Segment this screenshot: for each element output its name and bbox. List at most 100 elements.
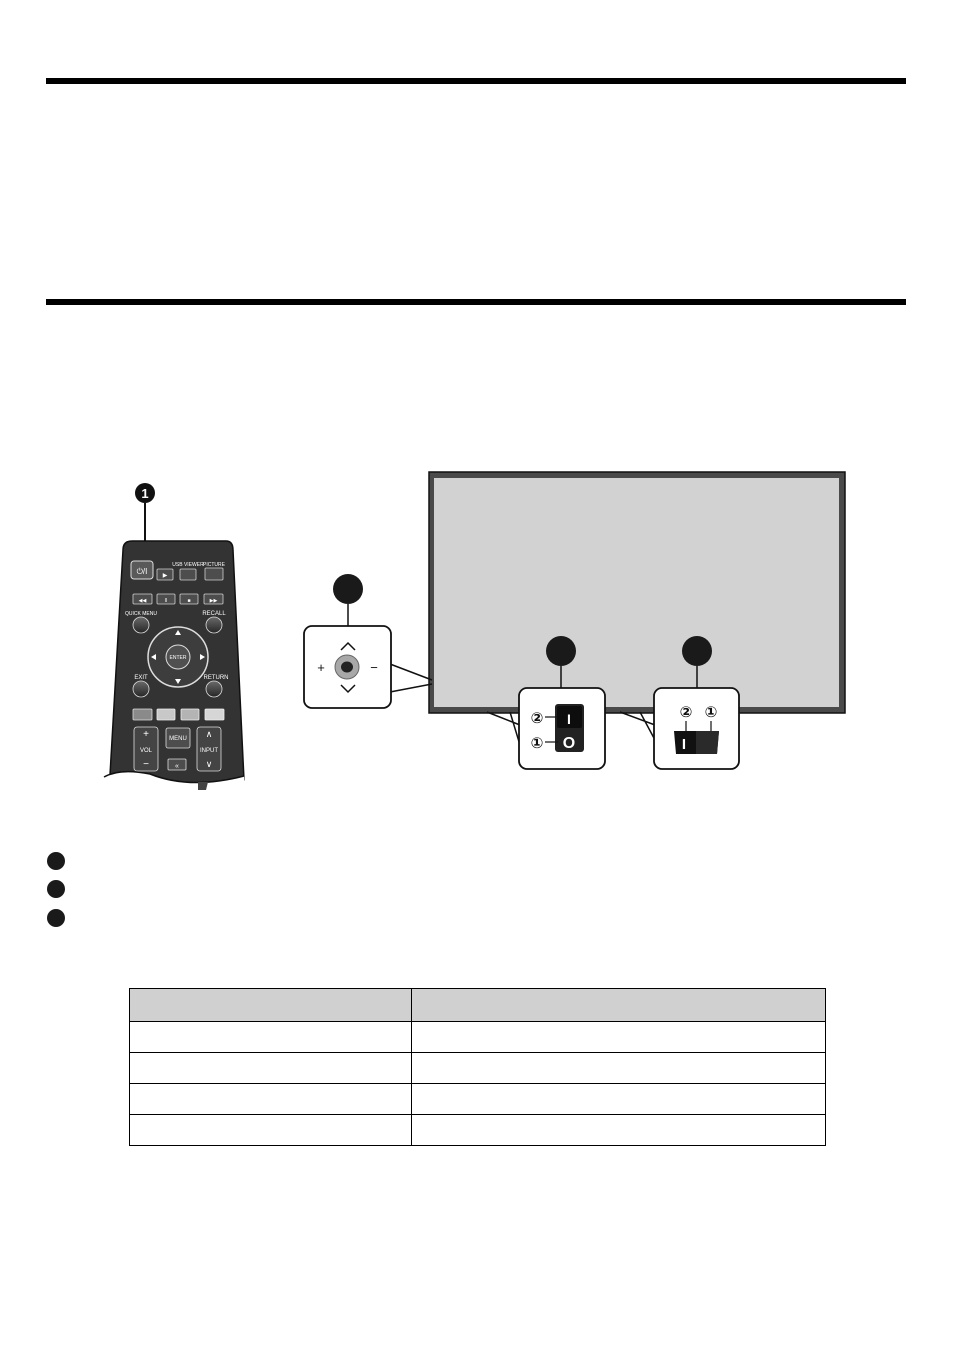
table-cell [411, 1083, 826, 1115]
color-button-green[interactable] [156, 708, 176, 721]
quick-menu-button[interactable] [132, 616, 150, 634]
legend-item-1 [47, 852, 67, 872]
switch-connector-a [486, 711, 521, 746]
callout-badge-1 [135, 483, 155, 503]
switch-connector-b [619, 711, 656, 741]
color-button-red[interactable] [132, 708, 153, 721]
table-row [129, 1052, 826, 1084]
return-button[interactable] [205, 680, 223, 698]
dpad-up-icon[interactable] [175, 630, 181, 635]
play-icon: ▶ [163, 573, 168, 579]
legend-item-2 [47, 880, 67, 900]
switch-on-symbol: I [567, 711, 571, 727]
table-header-cell [129, 988, 412, 1022]
dpad-left-icon[interactable] [151, 654, 156, 660]
stop-icon: ■ [187, 598, 190, 604]
enter-label: ENTER [170, 655, 187, 661]
rewind-button[interactable] [132, 593, 153, 605]
spec-table [129, 988, 826, 1146]
power-button[interactable] [130, 560, 154, 580]
dpad-down-icon[interactable] [175, 679, 181, 684]
color-button-yellow[interactable] [180, 708, 200, 721]
fast-forward-icon: ▶▶ [210, 598, 218, 604]
quick-menu-label: QUICK MENU [125, 611, 157, 617]
picture-label: PICTURE [203, 562, 226, 568]
remote-control: 1 ⏻/I USB VIEWER PICTURE ▶ ◀◀ II ■ ▶▶ QU… [100, 483, 248, 830]
joystick-knob-center [341, 661, 353, 673]
remote-cutoff-line [103, 770, 245, 784]
menu-button[interactable] [165, 727, 191, 749]
switch-panel-b [653, 687, 740, 770]
table-cell [129, 1052, 412, 1084]
joystick-down-icon [340, 684, 356, 694]
power-button-label: ⏻/I [137, 567, 148, 576]
switch-off-symbol: O [563, 735, 575, 752]
dpad-right-icon[interactable] [200, 654, 205, 660]
recall-button[interactable] [205, 616, 223, 634]
volume-down-icon: − [143, 759, 149, 770]
legend-item-3 [47, 909, 67, 929]
table-cell [129, 1114, 412, 1146]
table-header-row [129, 988, 826, 1022]
product-illustration: 1 ⏻/I USB VIEWER PICTURE ▶ ◀◀ II ■ ▶▶ QU… [100, 471, 846, 830]
input-rocker[interactable] [196, 726, 222, 772]
rewind-icon: ◀◀ [139, 598, 147, 604]
rocker-switch-top [557, 706, 582, 728]
table-cell [411, 1114, 826, 1146]
switch-b-on-symbol: I [682, 736, 686, 753]
remote-partial-button [198, 782, 208, 790]
joystick-connector [389, 663, 433, 693]
table-cell [411, 1021, 826, 1053]
exit-button[interactable] [132, 680, 150, 698]
switch-mark-1: ① [531, 734, 544, 752]
vol-label: VOL [140, 748, 153, 754]
usb-viewer-button[interactable] [179, 568, 197, 581]
usb-viewer-label: USB VIEWER [172, 562, 204, 568]
callout-badge-2 [333, 574, 363, 604]
table-cell [411, 1052, 826, 1084]
joystick-minus-icon: − [370, 660, 378, 675]
table-row [129, 1114, 826, 1146]
table-cell [129, 1083, 412, 1115]
switch-mark-2: ② [531, 709, 544, 727]
volume-up-icon: + [143, 729, 149, 740]
picture-button[interactable] [204, 567, 224, 581]
recall-label: RECALL [202, 611, 226, 617]
callout-badge-3 [546, 636, 576, 666]
exit-label: EXIT [134, 675, 148, 681]
rocker-switch-right-half [696, 731, 719, 754]
section-rule [46, 299, 906, 305]
table-row [129, 1021, 826, 1053]
display-screen [434, 478, 839, 707]
switch-b-mark-1: ① [705, 703, 718, 721]
top-rule [46, 78, 906, 84]
input-up-icon: ∧ [206, 729, 213, 739]
return-label: RETURN [204, 675, 229, 681]
legend-bullet-icon [47, 852, 65, 870]
back-icon: « [175, 763, 179, 770]
table-header-cell [411, 988, 826, 1022]
menu-label: MENU [169, 736, 187, 742]
volume-rocker[interactable] [133, 726, 159, 772]
back-button[interactable] [167, 758, 187, 771]
legend-bullet-icon [47, 880, 65, 898]
switch-b-mark-2: ② [680, 703, 693, 721]
input-down-icon: ∨ [206, 759, 213, 769]
joystick-up-icon [340, 641, 356, 651]
table-row [129, 1083, 826, 1115]
display-unit: + − I O ② ① ② ① I [303, 471, 846, 770]
pause-icon: II [165, 598, 168, 604]
pause-button[interactable] [156, 593, 176, 605]
table-cell [129, 1021, 412, 1053]
play-button[interactable] [156, 568, 174, 581]
legend-bullet-icon [47, 909, 65, 927]
color-button-blue[interactable] [204, 708, 225, 721]
fast-forward-button[interactable] [203, 593, 224, 605]
enter-button[interactable] [165, 644, 191, 670]
callout-badge-4 [682, 636, 712, 666]
input-label: INPUT [200, 748, 218, 754]
remote-cutoff [100, 771, 248, 830]
callout-badge-label: 1 [141, 486, 148, 501]
joystick-plus-icon: + [317, 660, 325, 675]
stop-button[interactable] [179, 593, 199, 605]
